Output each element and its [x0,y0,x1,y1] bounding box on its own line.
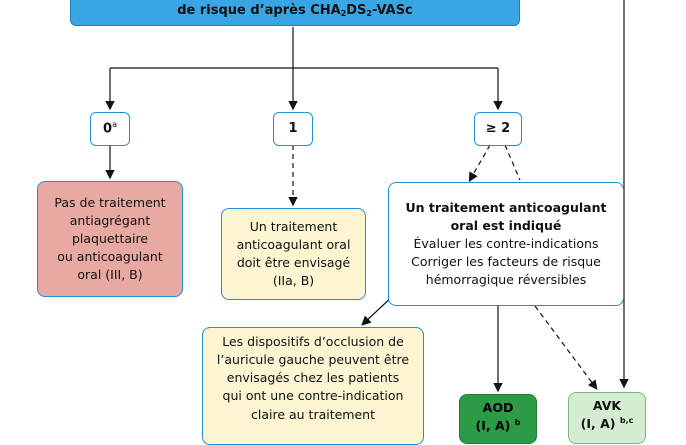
header-text: de risque d’après CHA2DS2-VASc [177,3,413,19]
score-0-box: 0a [90,112,130,146]
no-treatment-line: ou anticoagulant [57,249,163,265]
consider-line: anticoagulant oral [236,236,351,252]
connector-white-to-avk [534,305,598,390]
header-box: de risque d’après CHA2DS2-VASc [70,0,520,26]
score-1: 1 [288,120,298,136]
occlusion-line: Les dispositifs d’occlusion de [222,334,404,349]
aod-grade: (I, A) [475,418,511,434]
indicated-box: Un traitement anticoagulant oral est ind… [388,182,624,306]
avk-note: b,c [619,416,634,426]
no-treatment-line: Pas de traitement [54,194,166,210]
consider-line: Un traitement [249,218,338,234]
score-2-plus: ≥ 2 [485,120,511,136]
indicated-title-line: oral est indiqué [450,217,562,233]
connector-2-to-white-right [504,144,521,181]
aod-note: b [514,418,521,428]
no-treatment-line: oral (III, B) [77,267,143,283]
score-0: 0 [103,121,113,137]
score-1-box: 1 [273,112,313,146]
indicated-body-line: Corriger les facteurs de risque [411,254,601,270]
no-treatment-box: Pas de traitement antiagrégant plaquetta… [37,181,183,297]
aod-box: AOD (I, A) b [459,394,537,444]
occlusion-line: l’auricule gauche peuvent être [216,352,410,368]
indicated-body-line: Évaluer les contre-indications [413,235,599,251]
no-treatment-line: plaquettaire [71,230,149,246]
no-treatment-line: antiagrégant [69,212,151,228]
aod-label: AOD [482,400,514,415]
avk-box: AVK (I, A) b,c [568,392,646,444]
connectors [105,0,629,393]
avk-grade: (I, A) [580,416,616,432]
occlusion-line: envisagés chez les patients [226,370,400,386]
occlusion-box: Les dispositifs d’occlusion de l’auricul… [202,327,424,445]
score-0-note: a [112,119,117,129]
occlusion-line: claire au traitement [250,406,376,422]
consider-line: doit être envisagé [236,255,351,270]
score-2-box: ≥ 2 [474,112,522,146]
indicated-title-line: Un traitement anticoagulant [405,199,607,215]
consider-box: Un traitement anticoagulant oral doit êt… [221,208,366,300]
indicated-body-line: hémorragique réversibles [425,272,587,288]
occlusion-line: qui ont une contre-indication [222,388,404,404]
consider-line: (IIa, B) [272,273,315,289]
connector-2-to-white-left [468,144,491,183]
avk-label: AVK [592,398,622,413]
